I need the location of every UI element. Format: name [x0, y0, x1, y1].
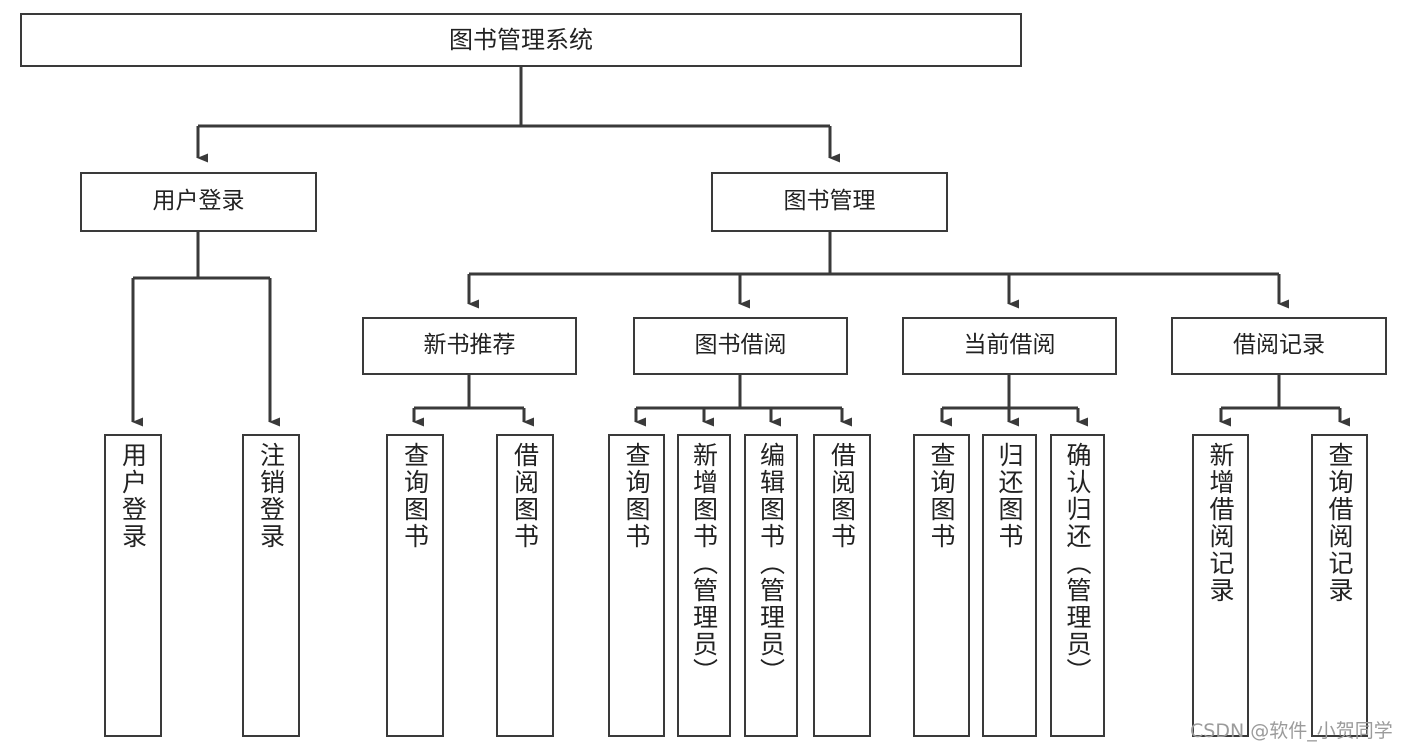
- node-label: 编辑图书（管理员）: [756, 442, 786, 685]
- node-label: 查询图书: [622, 442, 651, 550]
- node-label: 归还图书: [995, 442, 1024, 550]
- leaf-current-query-book[interactable]: 查询图书: [913, 434, 970, 737]
- node-user-login[interactable]: 用户登录: [80, 172, 317, 232]
- node-label: 用户登录: [152, 188, 245, 215]
- node-current-borrow[interactable]: 当前借阅: [902, 317, 1117, 375]
- node-label: 查询图书: [927, 442, 956, 550]
- leaf-borrow-query-book[interactable]: 查询图书: [608, 434, 665, 737]
- node-label: 确认归还（管理员）: [1063, 442, 1092, 685]
- leaf-current-confirm-return-admin[interactable]: 确认归还（管理员）: [1050, 434, 1105, 737]
- node-label: 新增图书（管理员）: [689, 442, 719, 685]
- leaf-borrow-edit-book-admin[interactable]: 编辑图书（管理员）: [744, 434, 798, 737]
- leaf-recommend-borrow-book[interactable]: 借阅图书: [496, 434, 554, 737]
- node-label: 借阅记录: [1233, 332, 1325, 359]
- node-label: 借阅图书: [827, 442, 857, 550]
- node-label: 查询借阅记录: [1325, 442, 1354, 604]
- leaf-user-login-login[interactable]: 用户登录: [104, 434, 162, 737]
- node-borrow-record[interactable]: 借阅记录: [1171, 317, 1387, 375]
- leaf-current-return-book[interactable]: 归还图书: [982, 434, 1037, 737]
- leaf-record-add-record[interactable]: 新增借阅记录: [1192, 434, 1249, 737]
- node-label: 新书推荐: [423, 332, 516, 359]
- csdn-watermark: CSDN @软件_小贺同学: [1190, 720, 1393, 742]
- leaf-borrow-add-book-admin[interactable]: 新增图书（管理员）: [677, 434, 731, 737]
- leaf-recommend-query-book[interactable]: 查询图书: [386, 434, 444, 737]
- node-label: 借阅图书: [510, 442, 540, 550]
- node-label: 图书管理系统: [449, 25, 593, 54]
- node-label: 当前借阅: [963, 332, 1056, 359]
- leaf-user-login-logout[interactable]: 注销登录: [242, 434, 300, 737]
- node-new-book-recommend[interactable]: 新书推荐: [362, 317, 577, 375]
- node-label: 查询图书: [400, 442, 430, 550]
- node-label: 用户登录: [118, 442, 148, 550]
- node-label: 注销登录: [256, 442, 286, 550]
- node-label: 新增借阅记录: [1206, 442, 1235, 604]
- leaf-record-query-record[interactable]: 查询借阅记录: [1311, 434, 1368, 737]
- node-label: 图书借阅: [694, 332, 787, 359]
- node-book-borrow[interactable]: 图书借阅: [633, 317, 848, 375]
- node-label: 图书管理: [783, 188, 876, 215]
- leaf-borrow-borrow-book[interactable]: 借阅图书: [813, 434, 871, 737]
- node-book-management[interactable]: 图书管理: [711, 172, 948, 232]
- node-root-system[interactable]: 图书管理系统: [20, 13, 1022, 67]
